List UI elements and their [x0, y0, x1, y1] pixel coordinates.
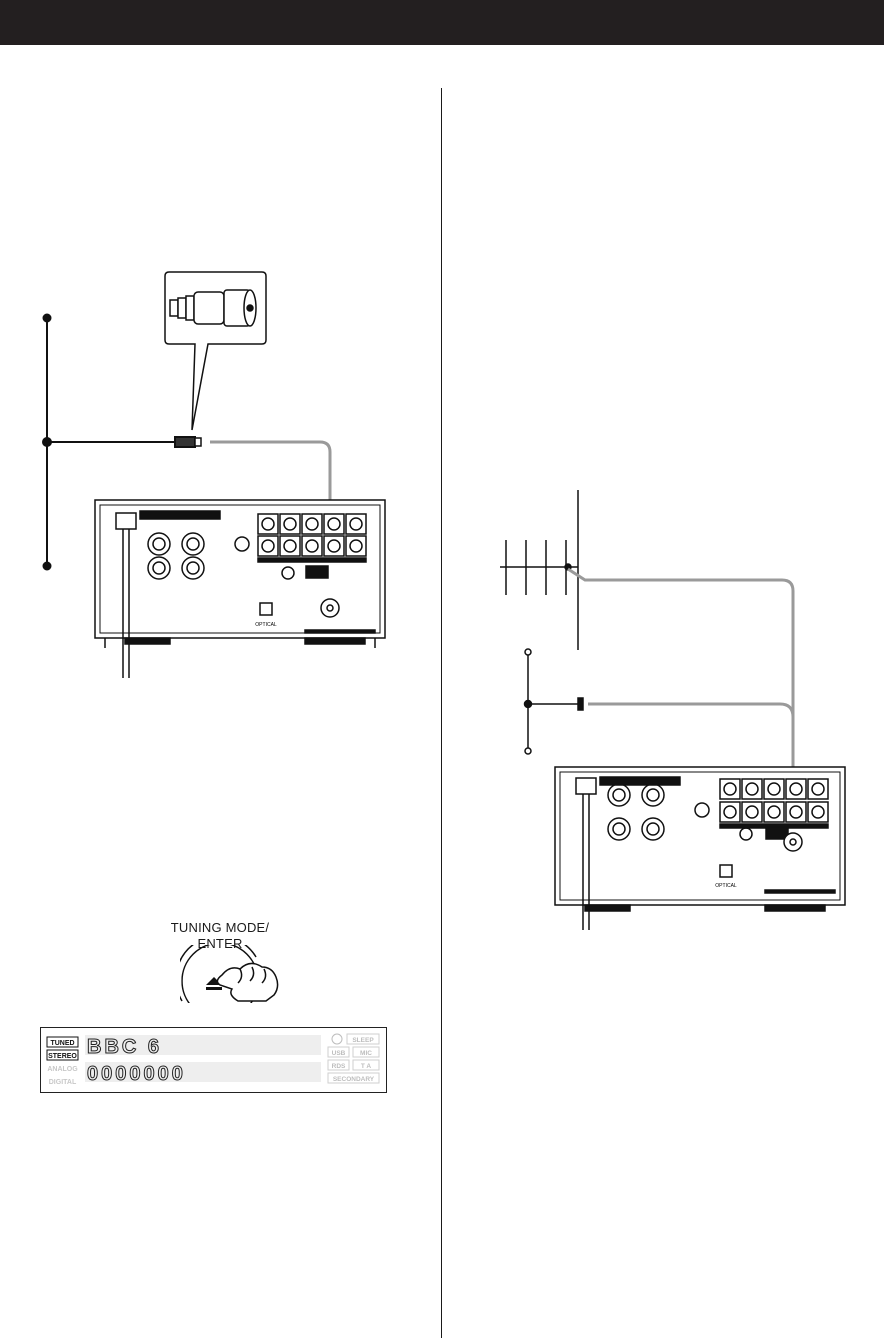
tuning-mode-enter-button[interactable] [180, 945, 285, 1003]
rear-panel-unit [554, 766, 846, 930]
indicator-sleep: SLEEP [352, 1037, 374, 1044]
indicator-tuned: TUNED [50, 1040, 74, 1047]
t-antenna-icon [42, 313, 202, 571]
clock-icon [331, 1033, 343, 1045]
rear-panel-unit [94, 499, 386, 678]
display-line1: BBC 6 [87, 1036, 162, 1058]
tuning-mode-label-line1: TUNING MODE/ [170, 920, 270, 935]
indicator-digital: DIGITAL [49, 1079, 77, 1086]
indicator-secondary: SECONDARY [333, 1076, 375, 1083]
outdoor-antenna-connection-figure: OPTICAL [500, 490, 846, 930]
t-antenna-connection-figure: OPTICAL [42, 271, 386, 678]
tuning-mode-label-line2: ENTER [197, 936, 243, 951]
front-display-panel: TUNED STEREO ANALOG DIGITAL BBC 6 000000… [40, 1027, 387, 1093]
optical-label: OPTICAL [715, 883, 737, 889]
left-indicators: TUNED STEREO ANALOG DIGITAL [46, 1036, 79, 1086]
indicator-ta: T A [361, 1063, 372, 1070]
optical-label: OPTICAL [255, 622, 277, 628]
indicator-stereo: STEREO [48, 1053, 77, 1060]
indicator-analog: ANALOG [47, 1066, 78, 1073]
indicator-usb: USB [332, 1050, 346, 1057]
header-bar [0, 0, 884, 45]
t-antenna-icon [523, 648, 584, 755]
coaxial-plug-icon [164, 271, 267, 431]
display-line2: 0000000 [87, 1063, 186, 1085]
indicator-rds: RDS [332, 1063, 346, 1070]
right-indicators: SLEEP USB MIC RDS T A SECONDARY [327, 1033, 380, 1084]
pressing-hand-icon [216, 962, 279, 1002]
yagi-antenna-icon [500, 490, 579, 650]
column-divider [441, 88, 442, 1338]
indicator-mic: MIC [360, 1050, 372, 1057]
tuning-mode-label: TUNING MODE/ ENTER [145, 920, 295, 952]
